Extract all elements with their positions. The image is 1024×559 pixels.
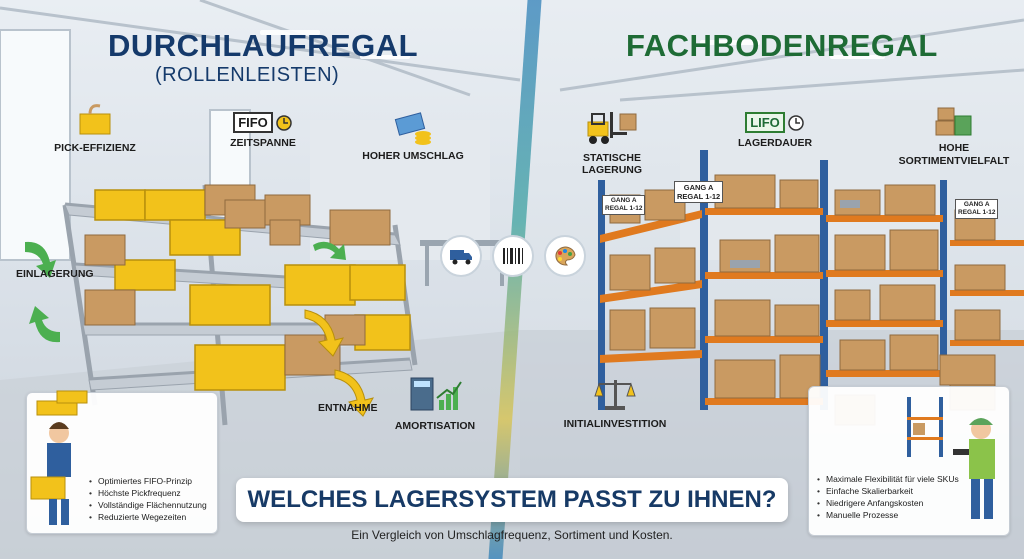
feature-pick-efficiency: PICK-EFFIZIENZ: [50, 102, 140, 154]
aisle-tag-1-line2: REGAL 1-12: [605, 205, 643, 212]
right-benefit-3: Niedrigere Anfangskosten: [817, 497, 959, 509]
feature-pick-label: PICK-EFFIZIENZ: [54, 142, 136, 154]
palette-icon: [544, 235, 586, 277]
feature-amortisation: AMORTISATION: [385, 374, 485, 432]
aisle-tag-3-line2: REGAL 1-12: [958, 209, 996, 216]
aisle-tag-2: GANG A REGAL 1-12: [674, 181, 724, 203]
feature-duration-label: LAGERDAUER: [737, 137, 813, 149]
clock-icon: [276, 114, 292, 131]
aisle-tag-3: GANG A REGAL 1-12: [955, 199, 999, 219]
shelving-illustration: [598, 150, 1024, 410]
fifo-badge: FIFO: [233, 112, 273, 133]
right-benefits-card: Maximale Flexibilität für viele SKUs Ein…: [808, 386, 1010, 536]
aisle-tag-1: GANG A REGAL 1-12: [602, 195, 646, 215]
feature-high-turnover: HOHER UMSCHLAG: [358, 110, 468, 162]
feature-variety-line1: HOHE: [938, 142, 970, 154]
right-benefit-4: Manuelle Prozesse: [817, 509, 959, 521]
feature-variety-line2: SORTIMENTVIELFALT: [898, 155, 1010, 167]
left-benefits-card: Optimiertes FIFO-Prinzip Höchste Pickfre…: [26, 390, 218, 534]
clock-icon: [788, 114, 804, 131]
left-benefit-1: Optimiertes FIFO-Prinzip: [89, 475, 207, 487]
worker-illustration: [30, 390, 88, 525]
feature-static-label: STATISCHE LAGERUNG: [581, 152, 643, 176]
einlagerung-label: EINLAGERUNG: [16, 268, 94, 280]
main-question: WELCHES LAGERSYSTEM PASST ZU IHNEN?: [236, 478, 788, 522]
right-benefit-1: Maximale Flexibilität für viele SKUs: [817, 473, 959, 485]
feature-amortisation-label: AMORTISATION: [394, 420, 476, 432]
aisle-tag-1-line1: GANG A: [610, 197, 637, 204]
aisle-tag-2-line2: REGAL 1-12: [677, 192, 721, 201]
lifo-badge: LIFO: [745, 112, 785, 133]
feature-time-label: ZEITSPANNE: [230, 137, 296, 149]
feature-static-storage: STATISCHE LAGERUNG: [552, 108, 672, 176]
feature-time-span: FIFO ZEITSPANNE: [218, 112, 308, 149]
entnahme-label: ENTNAHME: [318, 402, 378, 414]
left-benefit-4: Reduzierte Wegezeiten: [89, 511, 207, 523]
forklift-icon: [587, 112, 637, 144]
stacked-boxes-icon: [935, 107, 972, 136]
einlagerung-arrows: [25, 241, 60, 343]
sub-headline: Ein Vergleich von Umschlagfrequenz, Sort…: [351, 528, 673, 542]
feature-turnover-label: HOHER UMSCHLAG: [362, 150, 464, 162]
feature-storage-duration: LIFO LAGERDAUER: [730, 112, 820, 149]
left-benefit-2: Höchste Pickfrequenz: [89, 487, 207, 499]
feature-high-variety: HOHE SORTIMENTVIELFALT: [894, 104, 1014, 168]
aisle-tag-2-line1: GANG A: [683, 183, 714, 192]
barcode-icon: [492, 235, 534, 277]
feature-initial-investment: INITIALINVESTITION: [560, 374, 670, 430]
truck-icon: [440, 235, 482, 277]
left-title: DURCHLAUFREGAL: [108, 28, 419, 63]
basket-icon: [79, 104, 111, 135]
right-benefits-list: Maximale Flexibilität für viele SKUs Ein…: [817, 473, 959, 521]
money-stack-icon: [394, 112, 431, 145]
left-benefits-list: Optimiertes FIFO-Prinzip Höchste Pickfre…: [89, 475, 207, 523]
scale-balance-icon: [594, 380, 636, 410]
worker-scanner-illustration: [907, 397, 995, 519]
left-subtitle: (ROLLENLEISTEN): [155, 64, 340, 86]
right-benefit-2: Einfache Skalierbarkeit: [817, 485, 959, 497]
right-title: FACHBODENREGAL: [626, 28, 938, 63]
feature-initial-label: INITIALINVESTITION: [563, 418, 667, 430]
aisle-tag-3-line1: GANG A: [963, 201, 990, 208]
left-benefit-3: Vollständige Flächennutzung: [89, 499, 207, 511]
calculator-chart-icon: [410, 377, 462, 411]
flow-rack-illustration: [62, 184, 418, 426]
